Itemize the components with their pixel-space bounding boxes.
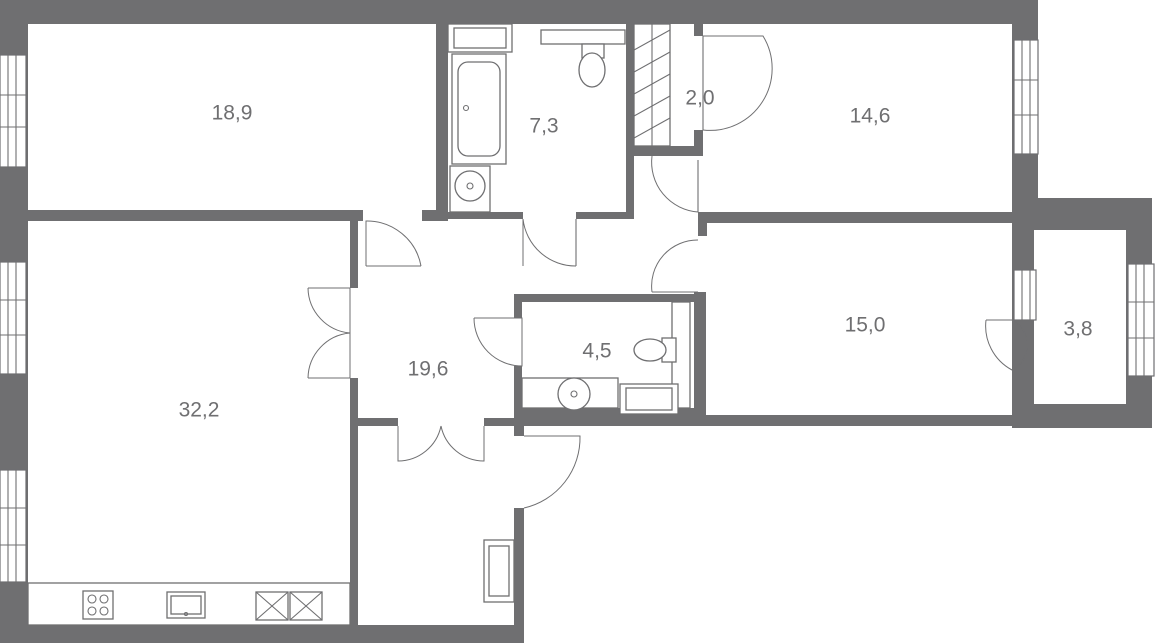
fixtures	[27, 23, 691, 626]
kitchen-sink-icon	[166, 591, 206, 619]
window-room-9-upper	[0, 261, 27, 375]
room-area-label-4: 14,6	[850, 105, 891, 128]
room-area-label-2: 7,3	[529, 115, 558, 138]
toilet-icon	[540, 29, 626, 88]
wc-toilet-icon	[633, 301, 691, 409]
bathtub-icon	[451, 53, 507, 165]
door-swings	[307, 35, 1028, 509]
balcony-door	[1013, 269, 1037, 321]
closet-shelves-icon	[633, 23, 671, 147]
room-area-label-8: 19,6	[408, 358, 449, 381]
room-labels: 18,9 7,3 2,0 14,6 15,0 3,8 4,5 19,6 32,2	[179, 87, 1093, 422]
bath-sink-icon	[449, 165, 491, 213]
stove-icon	[82, 590, 114, 620]
windows	[0, 39, 1155, 583]
hall-cabinet-icon	[483, 539, 515, 603]
washing-machine-icon	[447, 23, 513, 53]
room-area-label-7: 4,5	[582, 340, 611, 363]
wc-sink-icon	[521, 377, 619, 411]
room-area-label-6: 3,8	[1063, 318, 1092, 341]
room-area-label-3: 2,0	[685, 87, 714, 110]
room-area-label-1: 18,9	[212, 102, 253, 125]
window-room-9-lower	[0, 469, 27, 583]
wc-appliance-icon	[619, 383, 679, 415]
window-room-6	[1127, 263, 1155, 377]
room-area-label-9: 32,2	[179, 399, 220, 422]
room-area-label-5: 15,0	[845, 314, 886, 337]
window-room-1	[0, 54, 27, 168]
window-room-4	[1013, 39, 1039, 155]
appliance-cross-icon	[255, 591, 323, 621]
